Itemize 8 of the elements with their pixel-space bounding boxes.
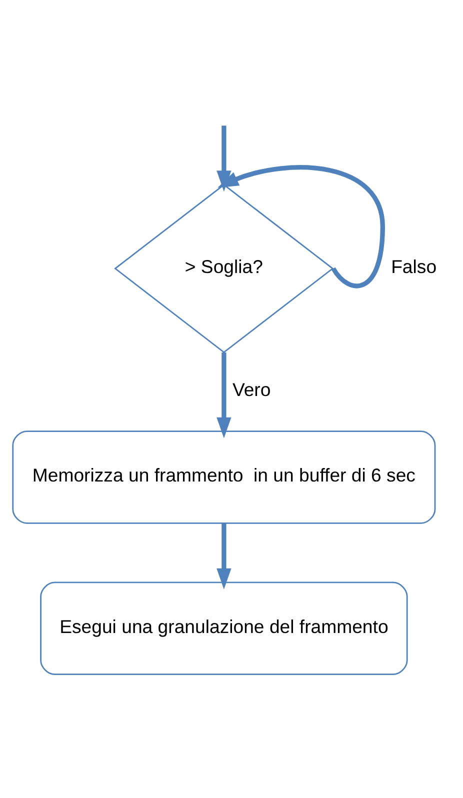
- arrow: [216, 522, 232, 589]
- node-box: Esegui una granulazione del frammento: [40, 581, 408, 675]
- arrow: [216, 352, 232, 438]
- arrow: [216, 164, 385, 288]
- edge-label: Vero: [232, 378, 271, 400]
- edge-label: Falso: [391, 255, 437, 276]
- arrow: [216, 125, 240, 192]
- node-box: Memorizza un frammento in un buffer di 6 sec: [12, 430, 436, 524]
